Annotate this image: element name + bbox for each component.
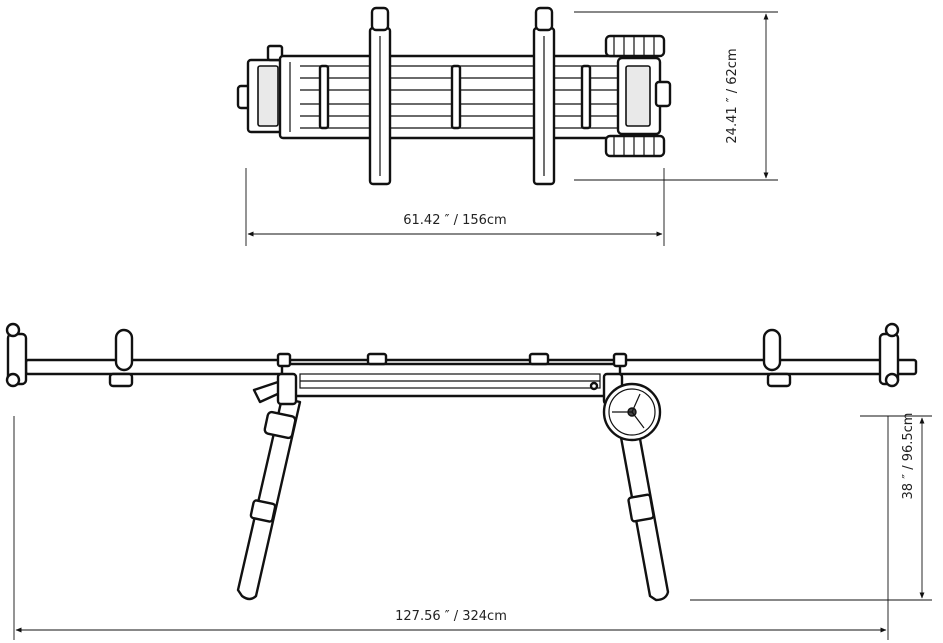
front-height-dimension: 38 ″ / 96.5cm <box>690 413 932 601</box>
front-view <box>5 322 918 602</box>
front-width-label: 127.56 ″ / 324cm <box>395 609 507 624</box>
top-height-label: 24.41 ″ / 62cm <box>725 48 740 143</box>
front-width-dimension: 127.56 ″ / 324cm <box>13 416 889 640</box>
top-width-dimension: 61.42 ″ / 156cm <box>245 168 665 246</box>
top-width-label: 61.42 ″ / 156cm <box>403 213 506 228</box>
top-view <box>236 6 672 186</box>
top-height-dimension: 24.41 ″ / 62cm <box>574 11 778 181</box>
front-height-label: 38 ″ / 96.5cm <box>901 413 916 500</box>
